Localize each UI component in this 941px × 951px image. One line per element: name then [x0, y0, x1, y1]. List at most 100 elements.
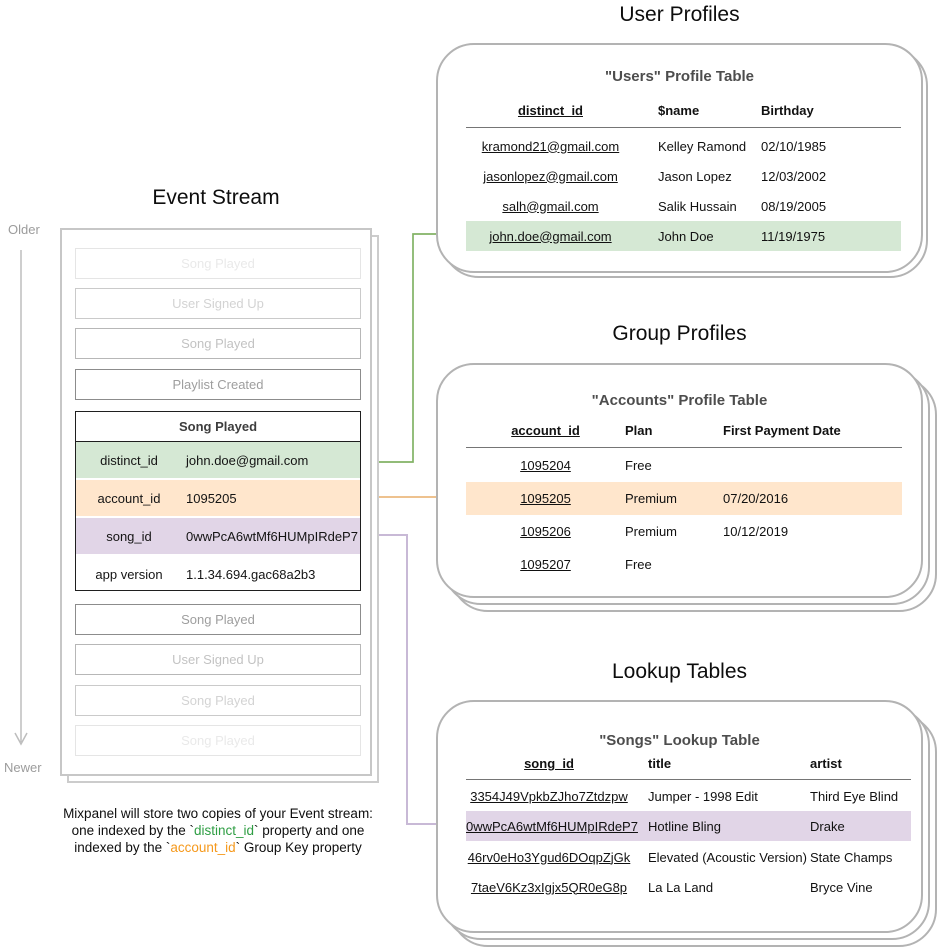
cell-distinct-id: salh@gmail.com: [502, 198, 599, 214]
event-item: User Signed Up: [75, 644, 361, 675]
cell-song-id: 46rv0eHo3Ygud6DOqpZjGk: [467, 849, 631, 865]
property-value: john.doe@gmail.com: [186, 452, 309, 468]
event-item: Song Played: [75, 328, 361, 359]
table-row-highlighted: 1095205 Premium 07/20/2016: [466, 482, 902, 515]
header-rule: [466, 779, 911, 780]
lookup-tables-title: Lookup Tables: [611, 660, 748, 683]
user-profiles-title: User Profiles: [619, 3, 740, 26]
cell-song-id: 3354J49VpkbZJho7Ztdzpw: [470, 788, 628, 804]
table-row: 46rv0eHo3Ygud6DOqpZjGk Elevated (Acousti…: [466, 842, 911, 872]
cell-plan: Premium: [625, 524, 678, 539]
cell-first-payment-date: 07/20/2016: [723, 491, 789, 506]
property-key: account_id: [97, 490, 161, 506]
table-row: 1095204 Free: [466, 449, 902, 482]
property-row-account-id: account_id 1095205: [76, 480, 360, 516]
table-row: 3354J49VpkbZJho7Ztdzpw Jumper - 1998 Edi…: [466, 781, 911, 811]
cell-plan: Premium: [625, 491, 678, 506]
cell-account-id: 1095205: [520, 491, 571, 506]
cell-account-id: 1095206: [520, 524, 571, 539]
group-profiles-title: Group Profiles: [612, 322, 747, 345]
property-value: 1.1.34.694.gac68a2b3: [186, 566, 316, 582]
accounts-table-title: "Accounts" Profile Table: [591, 392, 768, 409]
cell-birthday: 08/19/2005: [761, 198, 827, 214]
header-name: $name: [658, 103, 700, 118]
users-table-header: distinct_id $name Birthday: [466, 103, 901, 118]
property-row-song-id: song_id 0wwPcA6wtMf6HUMpIRdeP7: [76, 518, 360, 554]
caption: Mixpanel will store two copies of your E…: [38, 805, 398, 856]
header-distinct-id: distinct_id: [517, 103, 583, 118]
cell-artist: State Champs: [810, 849, 893, 865]
header-first-payment-date: First Payment Date: [723, 423, 841, 438]
users-table-title: "Users" Profile Table: [605, 68, 754, 85]
users-table: distinct_id $name Birthday kramond21@gma…: [466, 103, 901, 251]
cell-account-id: 1095207: [520, 557, 571, 572]
songs-table: song_id title artist 3354J49VpkbZJho7Ztd…: [466, 756, 911, 895]
event-item: User Signed Up: [75, 288, 361, 319]
cell-title: Jumper - 1998 Edit: [648, 788, 758, 804]
accounts-table: account_id Plan First Payment Date 10952…: [466, 423, 902, 572]
property-row-app-version: app version 1.1.34.694.gac68a2b3: [76, 556, 360, 592]
header-artist: artist: [810, 756, 842, 771]
cell-artist: Drake: [810, 818, 845, 834]
caption-account-id-token: account_id: [170, 840, 236, 855]
property-value: 1095205: [186, 490, 237, 506]
cell-distinct-id: john.doe@gmail.com: [489, 228, 612, 244]
cell-name: Jason Lopez: [658, 168, 732, 184]
header-song-id: song_id: [524, 756, 574, 771]
header-plan: Plan: [625, 423, 653, 438]
older-label: Older: [8, 222, 40, 237]
event-item: Song Played: [75, 248, 361, 279]
event-stream-container: Song Played User Signed Up Song Played P…: [60, 228, 372, 776]
property-key: app version: [95, 566, 163, 582]
caption-line2-pre: one indexed by the `: [71, 823, 194, 838]
table-row: jasonlopez@gmail.com Jason Lopez 12/03/2…: [466, 161, 901, 191]
table-row-highlighted: 0wwPcA6wtMf6HUMpIRdeP7 Hotline Bling Dra…: [466, 811, 911, 841]
cell-plan: Free: [625, 557, 652, 572]
caption-line1: Mixpanel will store two copies of your E…: [63, 806, 373, 821]
caption-line3-post: ` Group Key property: [235, 840, 362, 855]
table-row: 7taeV6Kz3xIgjx5QR0eG8p La La Land Bryce …: [466, 872, 911, 902]
songs-table-header: song_id title artist: [466, 756, 911, 771]
newer-label: Newer: [4, 760, 42, 775]
header-birthday: Birthday: [761, 103, 814, 118]
event-item: Playlist Created: [75, 369, 361, 400]
header-rule: [466, 127, 901, 128]
cell-title: Hotline Bling: [648, 818, 721, 834]
table-row: 1095207 Free: [466, 548, 902, 581]
header-account-id: account_id: [511, 423, 580, 438]
cell-birthday: 12/03/2002: [761, 168, 827, 184]
event-item: Song Played: [75, 685, 361, 716]
cell-artist: Third Eye Blind: [810, 788, 899, 804]
table-row: kramond21@gmail.com Kelley Ramond 02/10/…: [466, 131, 901, 161]
table-row: salh@gmail.com Salik Hussain 08/19/2005: [466, 191, 901, 221]
cell-birthday: 02/10/1985: [761, 138, 827, 154]
caption-line3-pre: indexed by the `: [74, 840, 171, 855]
event-item: Song Played: [75, 725, 361, 756]
cell-artist: Bryce Vine: [810, 879, 873, 895]
cell-song-id: 7taeV6Kz3xIgjx5QR0eG8p: [470, 879, 628, 895]
timeline-arrow: [14, 250, 28, 746]
cell-title: La La Land: [648, 879, 714, 895]
event-stream-title: Event Stream: [152, 186, 280, 209]
cell-first-payment-date: 10/12/2019: [723, 524, 789, 539]
cell-account-id: 1095204: [520, 458, 571, 473]
property-key: song_id: [106, 528, 152, 544]
cell-name: Salik Hussain: [658, 198, 737, 214]
property-value: 0wwPcA6wtMf6HUMpIRdeP7: [186, 528, 358, 544]
cell-distinct-id: kramond21@gmail.com: [481, 138, 620, 154]
property-row-distinct-id: distinct_id john.doe@gmail.com: [76, 442, 360, 478]
caption-distinct-id-token: distinct_id: [193, 823, 255, 838]
table-row: 1095206 Premium 10/12/2019: [466, 515, 902, 548]
event-item: Song Played: [75, 604, 361, 635]
header-rule: [466, 447, 902, 448]
cell-name: John Doe: [658, 228, 714, 244]
cell-name: Kelley Ramond: [658, 138, 747, 154]
cell-plan: Free: [625, 458, 652, 473]
property-key: distinct_id: [100, 452, 158, 468]
cell-distinct-id: jasonlopez@gmail.com: [483, 168, 618, 184]
cell-song-id: 0wwPcA6wtMf6HUMpIRdeP7: [466, 818, 638, 834]
table-row-highlighted: john.doe@gmail.com John Doe 11/19/1975: [466, 221, 901, 251]
header-title: title: [648, 756, 672, 771]
songs-table-title: "Songs" Lookup Table: [599, 732, 760, 749]
